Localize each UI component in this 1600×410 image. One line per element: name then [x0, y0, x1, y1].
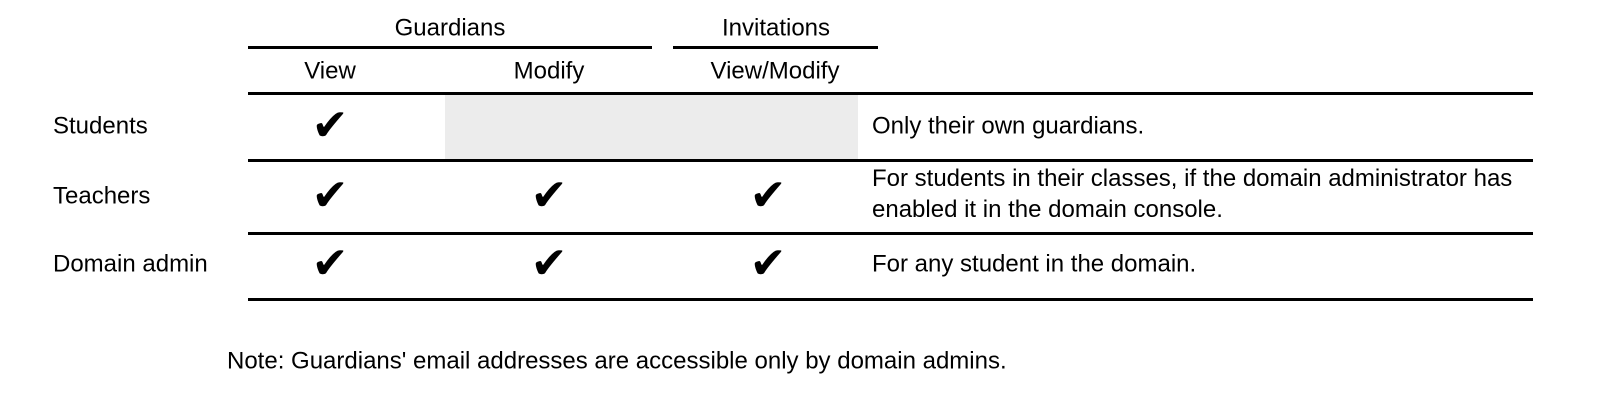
invitations-group-header: Invitations — [721, 14, 831, 42]
row-note-domain-admin: For any student in the domain. — [872, 250, 1197, 278]
table-rule — [248, 159, 1533, 162]
check-icon: ✔ — [749, 238, 787, 289]
row-label-domain-admin: Domain admin — [53, 250, 208, 278]
table-rule — [248, 298, 1533, 301]
check-icon: ✔ — [530, 170, 568, 221]
disabled-cells-overlay — [445, 95, 858, 159]
guardians-group-header: Guardians — [394, 14, 506, 42]
row-note-teachers: For students in their classes, if the do… — [872, 165, 1513, 223]
check-icon: ✔ — [311, 238, 349, 289]
invitations-underline — [673, 46, 878, 49]
guardians-underline — [248, 46, 652, 49]
row-label-students: Students — [53, 112, 148, 140]
footnote: Note: Guardians' email addresses are acc… — [227, 347, 1007, 375]
row-label-teachers: Teachers — [53, 182, 151, 210]
table-rule — [248, 232, 1533, 235]
modify-column-header: Modify — [513, 57, 585, 85]
table-rule — [248, 92, 1533, 95]
check-icon: ✔ — [311, 100, 349, 151]
view-column-header: View — [304, 57, 356, 85]
check-icon: ✔ — [311, 170, 349, 221]
row-note-students: Only their own guardians. — [872, 112, 1145, 140]
check-icon: ✔ — [530, 238, 568, 289]
viewmodify-column-header: View/Modify — [710, 57, 840, 85]
check-icon: ✔ — [749, 170, 787, 221]
